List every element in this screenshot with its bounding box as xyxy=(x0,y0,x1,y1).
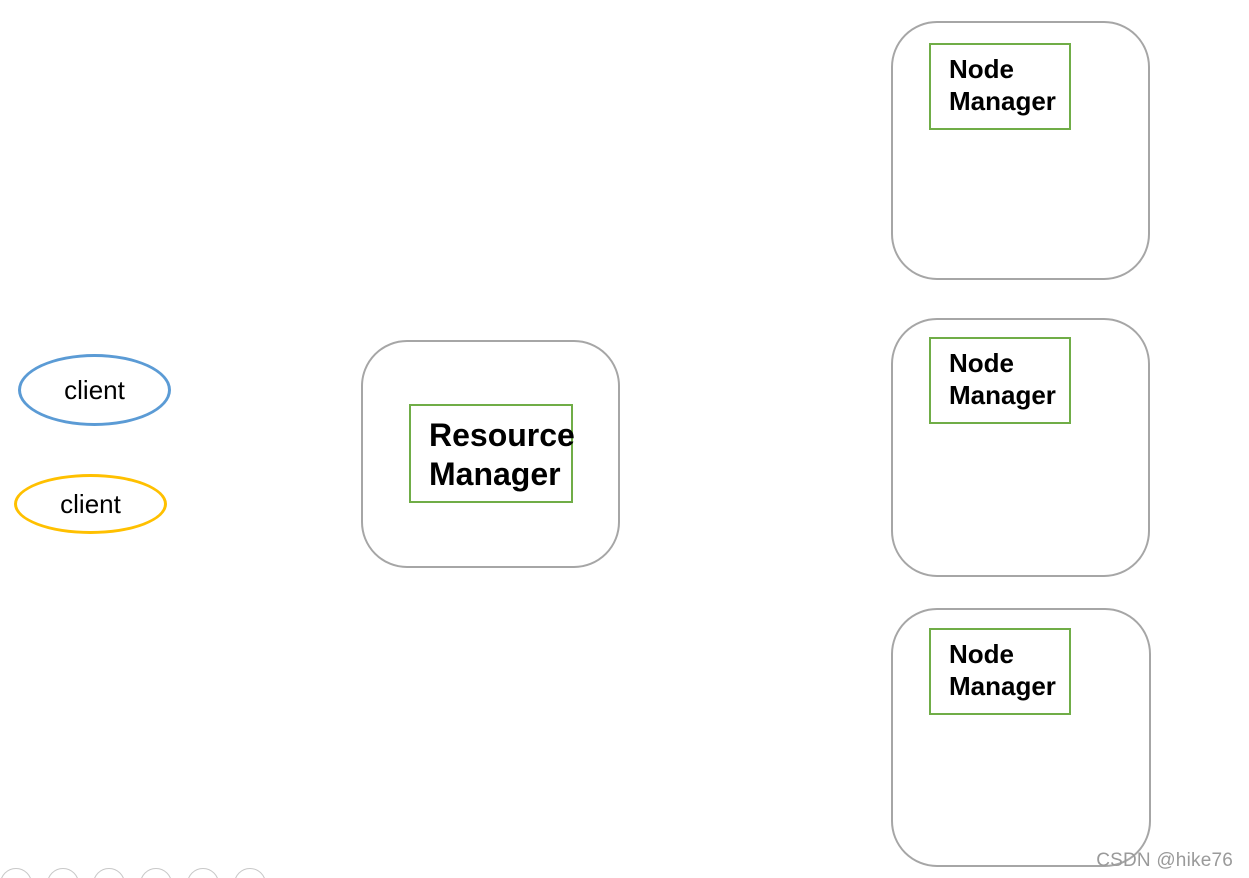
client-label: client xyxy=(64,374,125,405)
node-manager-line2: Manager xyxy=(949,380,1056,410)
node-manager-line2: Manager xyxy=(949,671,1056,701)
client-ellipse-blue: client xyxy=(18,354,171,426)
node-manager-line1: Node xyxy=(949,54,1014,84)
client-label: client xyxy=(60,488,121,519)
bottom-toolbar xyxy=(0,868,290,878)
node-manager-line1: Node xyxy=(949,348,1014,378)
resource-manager-line1: Resource xyxy=(429,417,575,453)
client-ellipse-yellow: client xyxy=(14,474,167,534)
node-manager-box-3: Node Manager xyxy=(929,628,1071,715)
node-manager-box-2: Node Manager xyxy=(929,337,1071,424)
node-manager-box-1: Node Manager xyxy=(929,43,1071,130)
resource-manager-box: Resource Manager xyxy=(409,404,575,503)
tool-icon-5[interactable] xyxy=(187,868,219,878)
node-manager-line2: Manager xyxy=(949,86,1056,116)
tool-icon-6[interactable] xyxy=(234,868,266,878)
tool-icon-3[interactable] xyxy=(93,868,125,878)
resource-manager-line2: Manager xyxy=(429,456,561,492)
tool-icon-2[interactable] xyxy=(47,868,79,878)
node-manager-line1: Node xyxy=(949,639,1014,669)
tool-icon-1[interactable] xyxy=(0,868,32,878)
tool-icon-4[interactable] xyxy=(140,868,172,878)
watermark: CSDN @hike76 xyxy=(1096,850,1233,871)
